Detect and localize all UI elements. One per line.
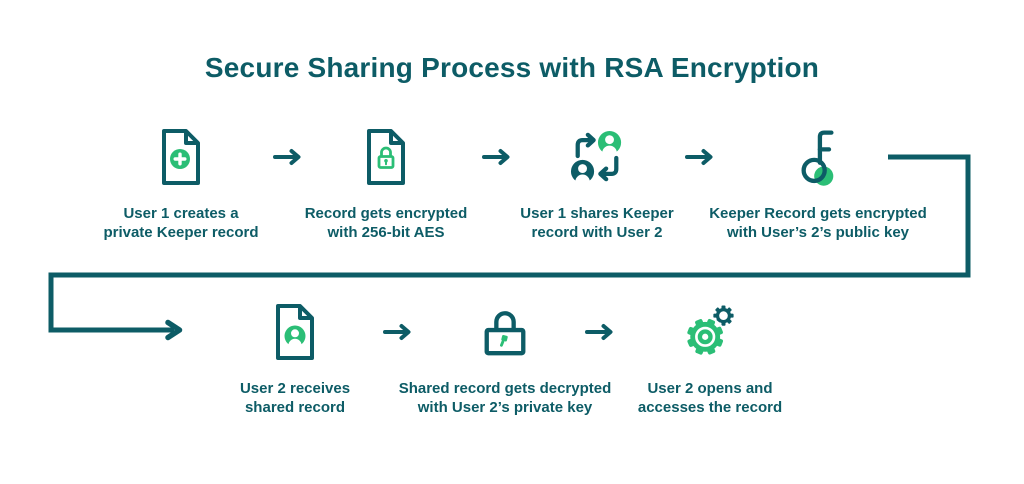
step-record-encrypted-aes: Record gets encrypted with 256-bit AES: [271, 125, 501, 242]
step-user1-shares-record: User 1 shares Keeper record with User 2: [482, 125, 712, 242]
right-arrow-icon: [273, 149, 301, 165]
key-icon: [796, 125, 840, 189]
step-user1-creates-record: User 1 creates a private Keeper record: [66, 125, 296, 242]
step-label: User 1 creates a private Keeper record: [103, 205, 259, 241]
right-arrow-icon: [585, 324, 613, 340]
step-label: Shared record gets decrypted with User 2…: [398, 380, 612, 416]
step-label: Record gets encrypted with 256-bit AES: [304, 205, 468, 241]
step-user2-receives-record: User 2 receives shared record: [180, 300, 410, 417]
step-label: User 2 opens and accesses the record: [637, 380, 783, 416]
right-arrow-icon: [482, 149, 510, 165]
step-label: User 2 receives shared record: [239, 380, 351, 416]
gears-icon: [684, 300, 736, 364]
page-title: Secure Sharing Process with RSA Encrypti…: [204, 52, 820, 83]
step-user2-opens-record: User 2 opens and accesses the record: [595, 300, 825, 417]
document-add-icon: [159, 125, 203, 189]
share-users-icon: [570, 125, 624, 189]
step-label: Keeper Record gets encrypted with User’s…: [709, 205, 927, 241]
document-user-icon: [273, 300, 317, 364]
right-arrow-icon: [685, 149, 713, 165]
padlock-icon: [480, 300, 530, 364]
document-lock-icon: [364, 125, 408, 189]
step-label: User 1 shares Keeper record with User 2: [520, 205, 674, 241]
step-encrypted-public-key: Keeper Record gets encrypted with User’s…: [694, 125, 942, 242]
right-arrow-icon: [383, 324, 411, 340]
step-record-decrypted-private-key: Shared record gets decrypted with User 2…: [370, 300, 640, 417]
